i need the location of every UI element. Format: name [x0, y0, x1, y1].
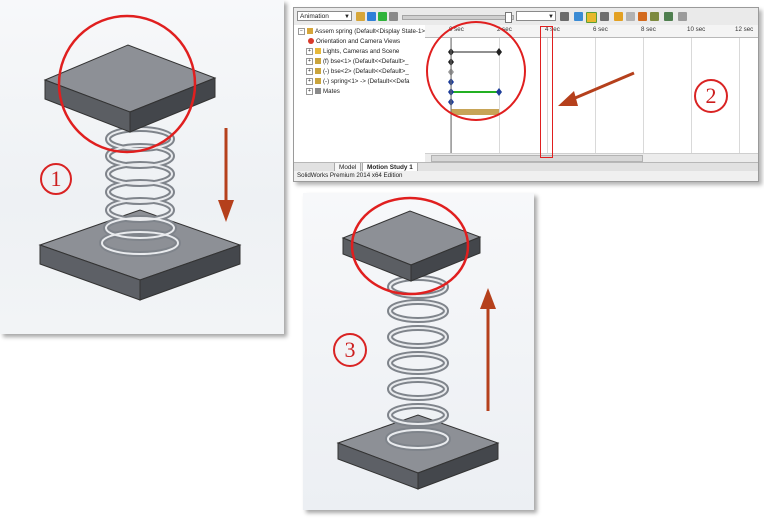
orientation-icon — [308, 38, 314, 45]
part-icon — [315, 68, 321, 75]
left-arrow — [558, 71, 635, 106]
add-update-key-icon[interactable] — [600, 12, 609, 21]
save-animation-icon[interactable] — [560, 12, 569, 21]
stop-icon[interactable] — [389, 12, 398, 21]
animation-wizard-icon[interactable] — [574, 12, 583, 21]
chevron-down-icon: ▼ — [344, 14, 350, 20]
tree-item-lights[interactable]: +Lights, Cameras and Scene — [306, 47, 399, 56]
callout-2: 2 — [694, 79, 728, 113]
mates-icon — [315, 88, 321, 95]
motion-manager-toolbar: Animation ▼ ▼ — [294, 8, 758, 26]
screenshot-spring-extended: 3 — [303, 193, 534, 510]
tree-item-bse2[interactable]: +(-) bse<2> (Default<<Default>_ — [306, 67, 409, 76]
highlight-circle — [426, 21, 526, 121]
motor-icon[interactable] — [614, 12, 623, 21]
timeline-scrollbar[interactable] — [425, 153, 758, 162]
tree-item-assembly[interactable]: −Assem spring (Default<Display State-1>) — [298, 27, 427, 36]
slider-thumb[interactable] — [505, 12, 512, 23]
spring-compressed-render — [38, 14, 242, 301]
assembly-icon — [307, 28, 313, 35]
callout-1: 1 — [40, 163, 72, 195]
chevron-down-icon: ▼ — [548, 14, 554, 20]
spring-extended-render — [336, 196, 500, 490]
tree-item-mates[interactable]: +Mates — [306, 87, 340, 96]
scrollbar-thumb[interactable] — [431, 155, 643, 162]
motion-study-properties-icon[interactable] — [678, 12, 687, 21]
calculate-icon[interactable] — [356, 12, 365, 21]
solidworks-motion-study-window: Animation ▼ ▼ −Assem spring (Default<Dis… — [293, 7, 759, 182]
tree-item-bse1[interactable]: +(f) bse<1> (Default<<Default>_ — [306, 57, 408, 66]
screenshot-spring-compressed: 1 — [0, 0, 284, 334]
spring-coils — [385, 275, 451, 451]
results-and-plots-icon[interactable] — [664, 12, 673, 21]
lights-icon — [315, 48, 321, 55]
callout-3: 3 — [333, 333, 367, 367]
playback-slider[interactable] — [402, 15, 514, 20]
gravity-icon[interactable] — [650, 12, 659, 21]
play-from-start-icon[interactable] — [367, 12, 376, 21]
tree-item-orientation[interactable]: Orientation and Camera Views — [308, 37, 400, 46]
study-type-dropdown[interactable]: Animation ▼ — [297, 11, 352, 21]
status-bar: SolidWorks Premium 2014 x64 Edition — [294, 171, 758, 181]
tree-item-spring[interactable]: +(-) spring<1> -> (Default<<Defa — [306, 77, 410, 86]
play-icon[interactable] — [378, 12, 387, 21]
highlight-circle — [57, 14, 197, 154]
part-icon — [315, 78, 321, 85]
highlight-circle — [350, 196, 470, 296]
playback-speed-dropdown[interactable]: ▼ — [516, 11, 556, 21]
highlight-rect — [540, 26, 553, 158]
motion-feature-tree: −Assem spring (Default<Display State-1>)… — [294, 25, 427, 162]
part-icon — [315, 58, 321, 65]
contact-icon[interactable] — [638, 12, 647, 21]
autokey-icon[interactable] — [586, 12, 597, 23]
spring-icon[interactable] — [626, 12, 635, 21]
